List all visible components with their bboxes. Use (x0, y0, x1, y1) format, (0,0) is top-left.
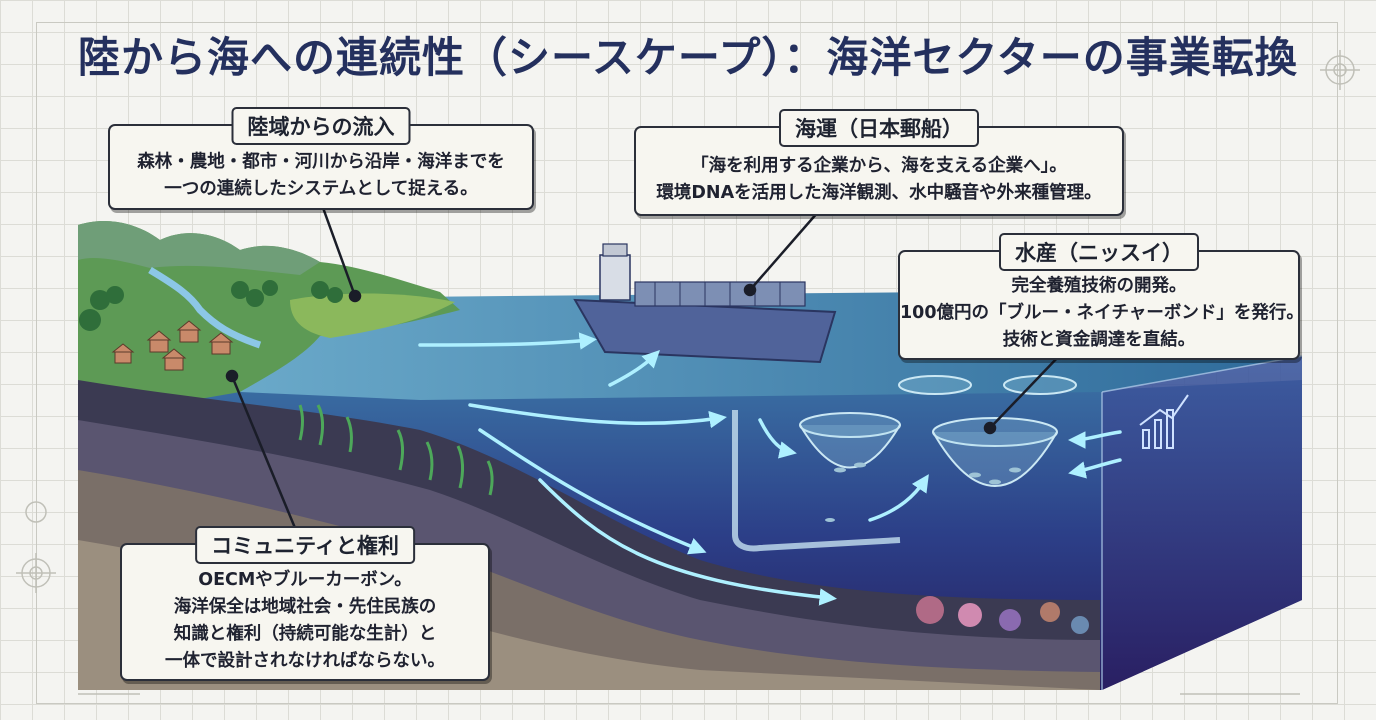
callout-community-line-1: OECMやブルーカーボン。 (198, 570, 412, 590)
callout-land-inflow-line-2: 一つの連続したシステムとして捉える。 (164, 179, 478, 199)
aquaculture-net-icon (799, 375, 1077, 487)
callout-community-heading: コミュニティと権利 (195, 526, 415, 564)
village-icon (111, 320, 234, 371)
callout-community-line-4: 一体で設計されなければならない。 (165, 651, 445, 671)
callout-fisheries-heading: 水産（ニッスイ） (999, 233, 1199, 271)
callout-community: コミュニティと権利 OECMやブルーカーボン。 海洋保全は地域社会・先住民族の … (120, 526, 490, 681)
drawing-frame (36, 22, 1338, 704)
callout-land-inflow: 陸域からの流入 森林・農地・都市・河川から沿岸・海洋までを 一つの連続したシステ… (108, 107, 534, 210)
callout-fisheries: 水産（ニッスイ） 完全養殖技術の開発。 100億円の「ブルー・ネイチャーボンド」… (898, 233, 1304, 360)
callout-land-inflow-heading: 陸域からの流入 (231, 107, 411, 145)
flow-arrows (418, 332, 1122, 606)
callout-fisheries-line-2: 100億円の「ブルー・ネイチャーボンド」を発行。 (900, 303, 1304, 323)
land-area (78, 220, 460, 420)
callout-shipping-line-1: 「海を利用する企業から、海を支える企業へ」。 (691, 156, 1067, 176)
leader-lines (225, 204, 1061, 541)
registration-mark-icon (16, 50, 1360, 695)
ship-icon (573, 243, 837, 364)
coral-icon (916, 596, 1089, 634)
growth-chart-icon (1139, 394, 1189, 449)
callout-community-line-2: 海洋保全は地域社会・先住民族の (173, 597, 437, 617)
callout-fisheries-line-3: 技術と資金調達を直結。 (1002, 330, 1196, 350)
callout-shipping-line-2: 環境DNAを活用した海洋観測、水中騒音や外来種管理。 (656, 183, 1102, 203)
callout-shipping-heading: 海運（日本郵船） (779, 109, 979, 147)
callout-community-line-3: 知識と権利（持続可能な生計）と (173, 624, 437, 644)
kelp-icon (298, 404, 494, 496)
callout-fisheries-line-1: 完全養殖技術の開発。 (1011, 276, 1187, 296)
callout-land-inflow-line-1: 森林・農地・都市・河川から沿岸・海洋までを (137, 152, 505, 172)
callout-shipping: 海運（日本郵船） 「海を利用する企業から、海を支える企業へ」。 環境DNAを活用… (634, 109, 1124, 216)
fish-school-icon (825, 462, 1021, 522)
page-title: 陸から海への連続性（シースケープ）：海洋セクターの事業転換 (78, 33, 1298, 82)
